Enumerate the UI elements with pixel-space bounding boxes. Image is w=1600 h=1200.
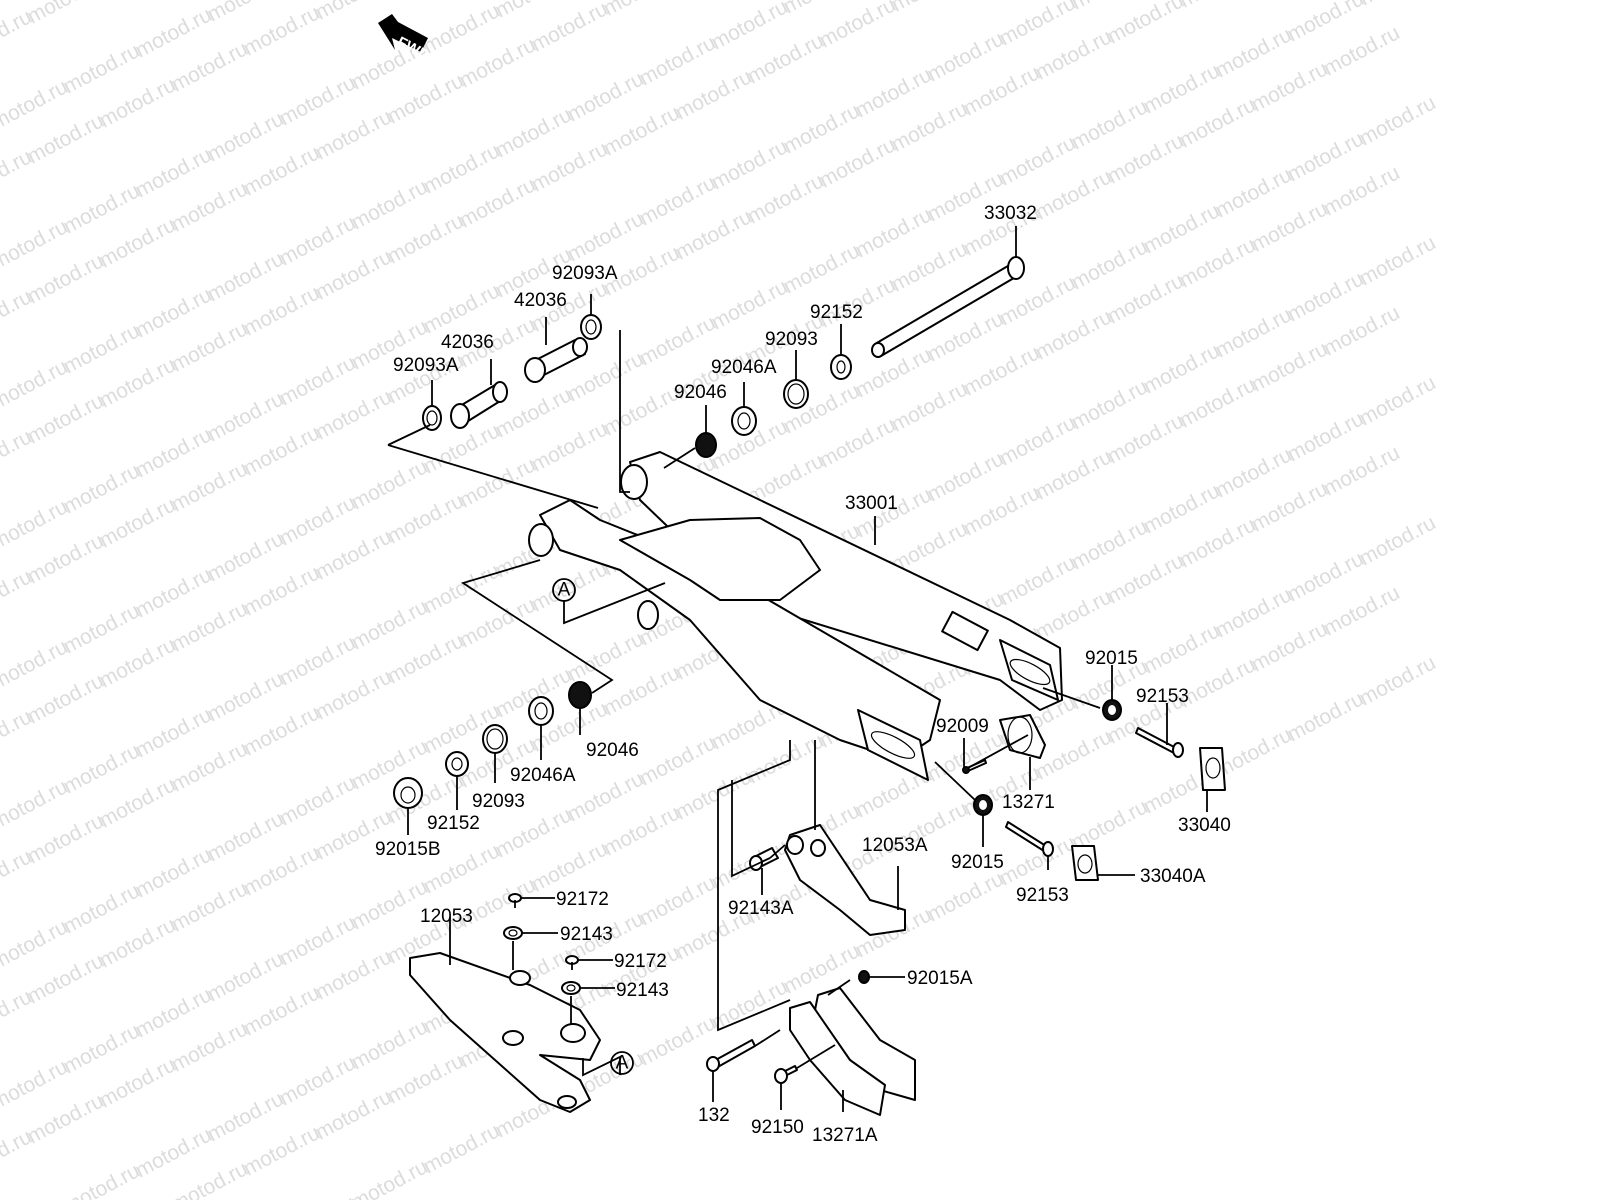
bolt-92153-left <box>1005 821 1054 857</box>
label-12053: 12053 <box>420 906 473 927</box>
adjuster-33040 <box>1199 747 1226 791</box>
collar-92143-upper <box>503 926 523 940</box>
label-92172-upper: 92172 <box>556 889 609 910</box>
collar-92143-lower <box>561 981 581 995</box>
label-33040A: 33040A <box>1140 866 1206 887</box>
fwd-arrow-icon: FWD <box>378 14 432 65</box>
label-92093A-lower: 92093A <box>393 355 459 376</box>
nut-92015-right <box>1102 699 1122 721</box>
screw-92172-lower <box>565 955 579 970</box>
label-92046-right: 92046 <box>674 382 727 403</box>
label-92150: 92150 <box>751 1117 804 1138</box>
reference-marker-a-upper: A <box>552 578 576 602</box>
collar-92152-left <box>445 751 469 777</box>
collar-92152-right <box>830 354 852 380</box>
bearing-92046A-right <box>731 406 757 436</box>
label-92153-left: 92153 <box>1016 885 1069 906</box>
label-92152-left: 92152 <box>427 813 480 834</box>
label-33001: 33001 <box>845 493 898 514</box>
bolt-92150 <box>774 1065 798 1084</box>
bolt-132 <box>706 1039 756 1072</box>
label-92143A: 92143A <box>728 898 794 919</box>
nut-92015A <box>858 970 870 984</box>
part-labels: 33032 92093A 42036 42036 92093A 92152 92… <box>375 203 1231 1146</box>
sleeve-42036-lower <box>450 381 508 429</box>
label-92093-left: 92093 <box>472 791 525 812</box>
svg-text:A: A <box>616 1053 629 1074</box>
label-92015-right: 92015 <box>1085 648 1138 669</box>
label-92152-right: 92152 <box>810 302 863 323</box>
screw-92172-upper <box>508 893 522 908</box>
needle-bearing-92046-left <box>568 681 592 709</box>
pivot-nut-92015B <box>393 777 423 809</box>
label-33032: 33032 <box>984 203 1037 224</box>
label-92172-lower: 92172 <box>614 951 667 972</box>
sleeve-42036-upper <box>524 337 588 383</box>
label-92143-lower: 92143 <box>616 980 669 1001</box>
label-132: 132 <box>698 1105 730 1126</box>
seal-92093-left <box>482 724 508 754</box>
swingarm-33001 <box>528 451 1063 781</box>
screw-92009 <box>962 759 987 774</box>
chain-guide-block-12053A <box>784 824 906 936</box>
label-92046A-right: 92046A <box>711 357 777 378</box>
label-92015B: 92015B <box>375 839 441 860</box>
needle-bearing-92046-right <box>695 432 717 458</box>
seal-92093A-upper <box>580 314 602 340</box>
label-92046-left: 92046 <box>586 740 639 761</box>
label-42036-upper: 42036 <box>514 290 567 311</box>
label-13271: 13271 <box>1002 792 1055 813</box>
label-92015-left: 92015 <box>951 852 1004 873</box>
chain-slipper-12053 <box>409 952 601 1113</box>
label-92015A: 92015A <box>907 968 973 989</box>
label-13271A: 13271A <box>812 1125 878 1146</box>
label-92093-right: 92093 <box>765 329 818 350</box>
label-92009: 92009 <box>936 716 989 737</box>
leader-lines <box>387 226 1208 1112</box>
plate-13271 <box>999 714 1046 759</box>
adjuster-33040A <box>1071 845 1099 881</box>
chain-guide-plate-13271A <box>789 987 916 1116</box>
label-42036-lower: 42036 <box>441 332 494 353</box>
nut-92015-left <box>973 794 993 816</box>
label-12053A: 12053A <box>862 835 928 856</box>
seal-92093-right <box>783 379 809 409</box>
bearing-92046A-left <box>528 696 554 726</box>
pivot-shaft-33032 <box>871 256 1025 358</box>
bolt-92153-right <box>1135 727 1184 758</box>
collar-92143A <box>749 847 779 871</box>
label-92046A-left: 92046A <box>510 765 576 786</box>
svg-text:A: A <box>558 580 571 601</box>
label-33040: 33040 <box>1178 815 1231 836</box>
reference-marker-a-lower: A <box>610 1051 634 1075</box>
label-92153-right: 92153 <box>1136 686 1189 707</box>
label-92093A-upper: 92093A <box>552 263 618 284</box>
label-92143-upper: 92143 <box>560 924 613 945</box>
